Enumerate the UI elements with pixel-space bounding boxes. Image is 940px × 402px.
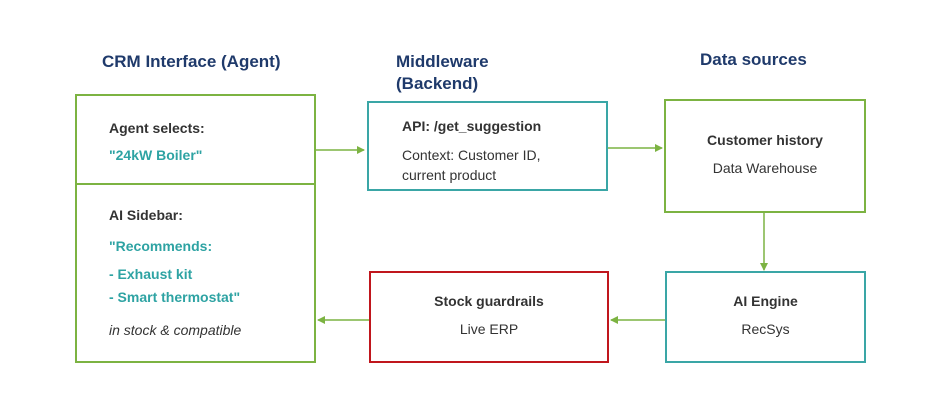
agent-selects-box: Agent selects: "24kW Boiler": [75, 94, 316, 185]
ai-sidebar-box: AI Sidebar: "Recommends: - Exhaust kit -…: [75, 183, 316, 363]
stock-guardrails-title: Stock guardrails: [434, 293, 544, 309]
recommendation-exhaust-kit: - Exhaust kit: [109, 266, 193, 282]
data-warehouse-label: Data Warehouse: [712, 160, 818, 176]
middleware-column-title: Middleware (Backend): [396, 51, 489, 95]
stock-compatible-note: in stock & compatible: [109, 322, 242, 338]
live-erp-label: Live ERP: [459, 321, 519, 337]
crm-column-title: CRM Interface (Agent): [102, 52, 281, 71]
ai-engine-box: AI Engine RecSys: [665, 271, 866, 363]
agent-selects-label: Agent selects:: [109, 120, 205, 136]
ai-sidebar-label: AI Sidebar:: [109, 207, 183, 223]
customer-history-title: Customer history: [707, 132, 823, 148]
customer-history-box: Customer history Data Warehouse: [664, 99, 866, 213]
agent-selected-product: "24kW Boiler": [109, 147, 203, 163]
api-suggestion-box: API: /get_suggestion Context: Customer I…: [367, 101, 608, 191]
api-context-line1: Context: Customer ID,: [402, 147, 541, 163]
data-sources-column-title: Data sources: [700, 50, 807, 69]
api-context-text: Context: Customer ID, current product: [402, 145, 541, 185]
api-endpoint-label: API: /get_suggestion: [402, 118, 542, 134]
recsys-label: RecSys: [741, 321, 790, 337]
middleware-title-line1: Middleware: [396, 52, 489, 71]
api-context-line2: current product: [402, 167, 497, 183]
ai-engine-title: AI Engine: [733, 293, 798, 309]
recommends-line: "Recommends:: [109, 238, 213, 254]
stock-guardrails-box: Stock guardrails Live ERP: [369, 271, 609, 363]
recommendation-smart-thermostat: - Smart thermostat": [109, 289, 241, 305]
middleware-title-line2: (Backend): [396, 74, 479, 93]
